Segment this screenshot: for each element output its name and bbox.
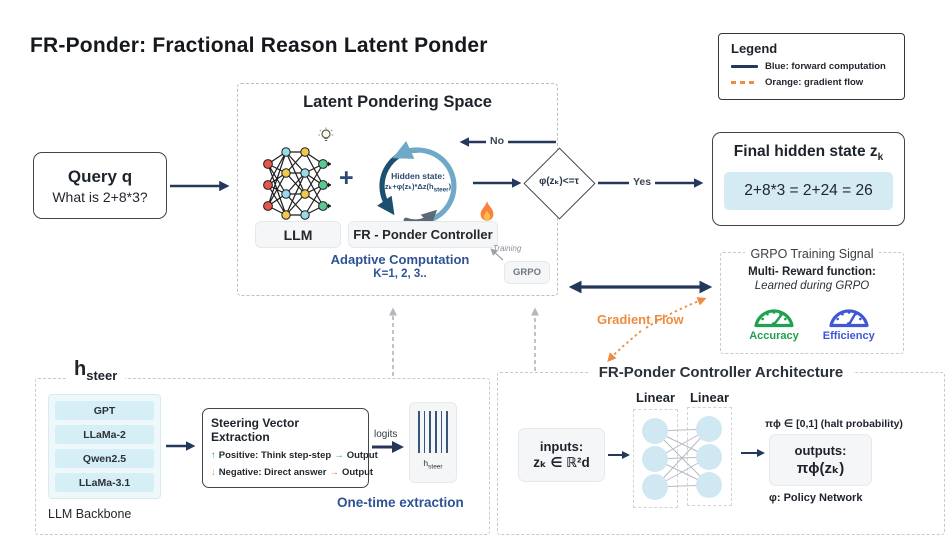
backbone-item-llama31: LLaMa-3.1: [55, 473, 154, 492]
gauge-icon: [754, 309, 794, 328]
steering-vector-extraction-box: Steering Vector Extraction ↑ Positive: T…: [202, 408, 378, 488]
inputs-chip: inputs: zₖ ∈ ℝ²d: [518, 428, 605, 482]
latent-space-title: Latent Pondering Space: [303, 93, 492, 111]
yes-branch-label: Yes: [629, 176, 656, 188]
steering-title: Steering Vector Extraction: [211, 416, 300, 444]
lightbulb-icon: [318, 127, 334, 142]
legend-blue-label: Blue: forward computation: [765, 61, 886, 72]
hidden-state-text: Hidden state: zₖ+φ(zₖ)*Δz(hsteer): [366, 171, 470, 194]
backbone-item-gpt: GPT: [55, 401, 154, 420]
reward-gauges: Accuracy Efficiency: [720, 298, 904, 342]
legend-orange-label: Orange: gradient flow: [765, 77, 864, 88]
llm-backbone-list: GPT LLaMa-2 Qwen2.5 LLaMa-3.1: [48, 394, 161, 499]
efficiency-gauge: Efficiency: [823, 298, 875, 342]
linear-layer2-frame: [687, 407, 732, 506]
accuracy-gauge: Accuracy: [749, 298, 799, 342]
reward-function-subtitle: Learned during GRPO: [754, 280, 870, 292]
inputs-label: inputs:: [539, 439, 584, 454]
final-hidden-state-box: Final hidden state zk 2+8*3 = 2+24 = 26: [712, 132, 905, 226]
vector-bars-icon: [418, 411, 448, 453]
policy-network-note: φ: Policy Network: [769, 492, 863, 504]
up-arrow-icon: ↑: [211, 450, 216, 461]
arrow-gradient-to-architecture: [607, 330, 642, 363]
one-time-extraction-caption: One-time extraction: [337, 495, 464, 510]
accuracy-label: Accuracy: [749, 330, 799, 342]
right-arrow-icon: →: [329, 467, 339, 478]
final-answer: 2+8*3 = 2+24 = 26: [724, 172, 893, 211]
legend-box: Legend Blue: forward computation Orange:…: [718, 33, 905, 100]
query-box: Query q What is 2+8*3?: [33, 152, 167, 219]
adaptive-computation-note: Adaptive Computation K=1, 2, 3..: [295, 252, 505, 280]
query-title: Query q: [67, 166, 133, 186]
backbone-item-llama2: LLaMa-2: [55, 425, 154, 444]
hidden-state-formula: zₖ+φ(zₖ)*Δz(hsteer): [384, 181, 452, 194]
adaptive-line1: Adaptive Computation: [330, 252, 470, 267]
hsteer-title: hsteer: [66, 358, 126, 383]
adaptive-line2: K=1, 2, 3..: [373, 268, 427, 280]
llm-network-icon: [263, 147, 331, 220]
halt-probability-note: πϕ ∈ [0,1] (halt probability): [765, 418, 903, 430]
logits-label: logits: [374, 429, 398, 440]
linear-layer2-label: Linear: [689, 390, 729, 405]
llm-label-chip: LLM: [255, 221, 341, 248]
gauge-icon: [829, 309, 869, 328]
steering-positive-line: ↑ Positive: Think step-step → Output: [211, 450, 378, 461]
controller-architecture-title: FR-Ponder Controller Architecture: [497, 364, 945, 382]
query-question: What is 2+8*3?: [52, 188, 148, 205]
page-title: FR-Ponder: Fractional Reason Latent Pond…: [30, 34, 488, 57]
fr-ponder-controller-chip: FR - Ponder Controller: [348, 221, 498, 248]
llm-backbone-label: LLM Backbone: [48, 507, 132, 521]
legend-row-forward: Blue: forward computation: [731, 61, 892, 72]
flame-icon: [480, 201, 494, 221]
hidden-state-line1: Hidden state:: [391, 171, 445, 181]
dashed-line-swatch: [731, 81, 758, 84]
right-arrow-icon: →: [334, 450, 344, 461]
outputs-label: outputs:: [794, 443, 847, 458]
hsteer-section-box: [35, 378, 490, 535]
efficiency-label: Efficiency: [822, 330, 875, 342]
gradient-flow-label: Gradient Flow: [597, 312, 684, 327]
grpo-training-signal-box: [720, 252, 904, 354]
legend-row-gradient: Orange: gradient flow: [731, 77, 892, 88]
vector-label: hsteer: [423, 458, 443, 471]
linear-layer1-label: Linear: [635, 390, 675, 405]
outputs-chip: outputs: πϕ(zₖ): [769, 434, 872, 486]
training-label: Training: [493, 244, 522, 253]
outputs-formula: πϕ(zₖ): [796, 460, 845, 477]
halt-condition: φ(zₖ)<=τ: [539, 176, 579, 187]
steering-negative-line: ↓ Negative: Direct answer → Output: [211, 467, 374, 478]
inputs-formula: zₖ ∈ ℝ²d: [533, 455, 590, 470]
final-title: Final hidden state zk: [733, 143, 884, 164]
reward-function-title: Multi- Reward function:: [748, 266, 876, 278]
steering-vector-chip: hsteer: [409, 402, 457, 483]
grpo-badge: GRPO: [504, 261, 550, 284]
backbone-item-qwen25: Qwen2.5: [55, 449, 154, 468]
plus-operator: +: [339, 164, 354, 192]
down-arrow-icon: ↓: [211, 467, 216, 478]
legend-title: Legend: [731, 41, 778, 56]
no-branch-label: No: [486, 135, 508, 147]
solid-line-swatch: [731, 65, 758, 68]
grpo-signal-title: GRPO Training Signal: [720, 245, 904, 263]
policy-network-icon: [642, 416, 722, 500]
